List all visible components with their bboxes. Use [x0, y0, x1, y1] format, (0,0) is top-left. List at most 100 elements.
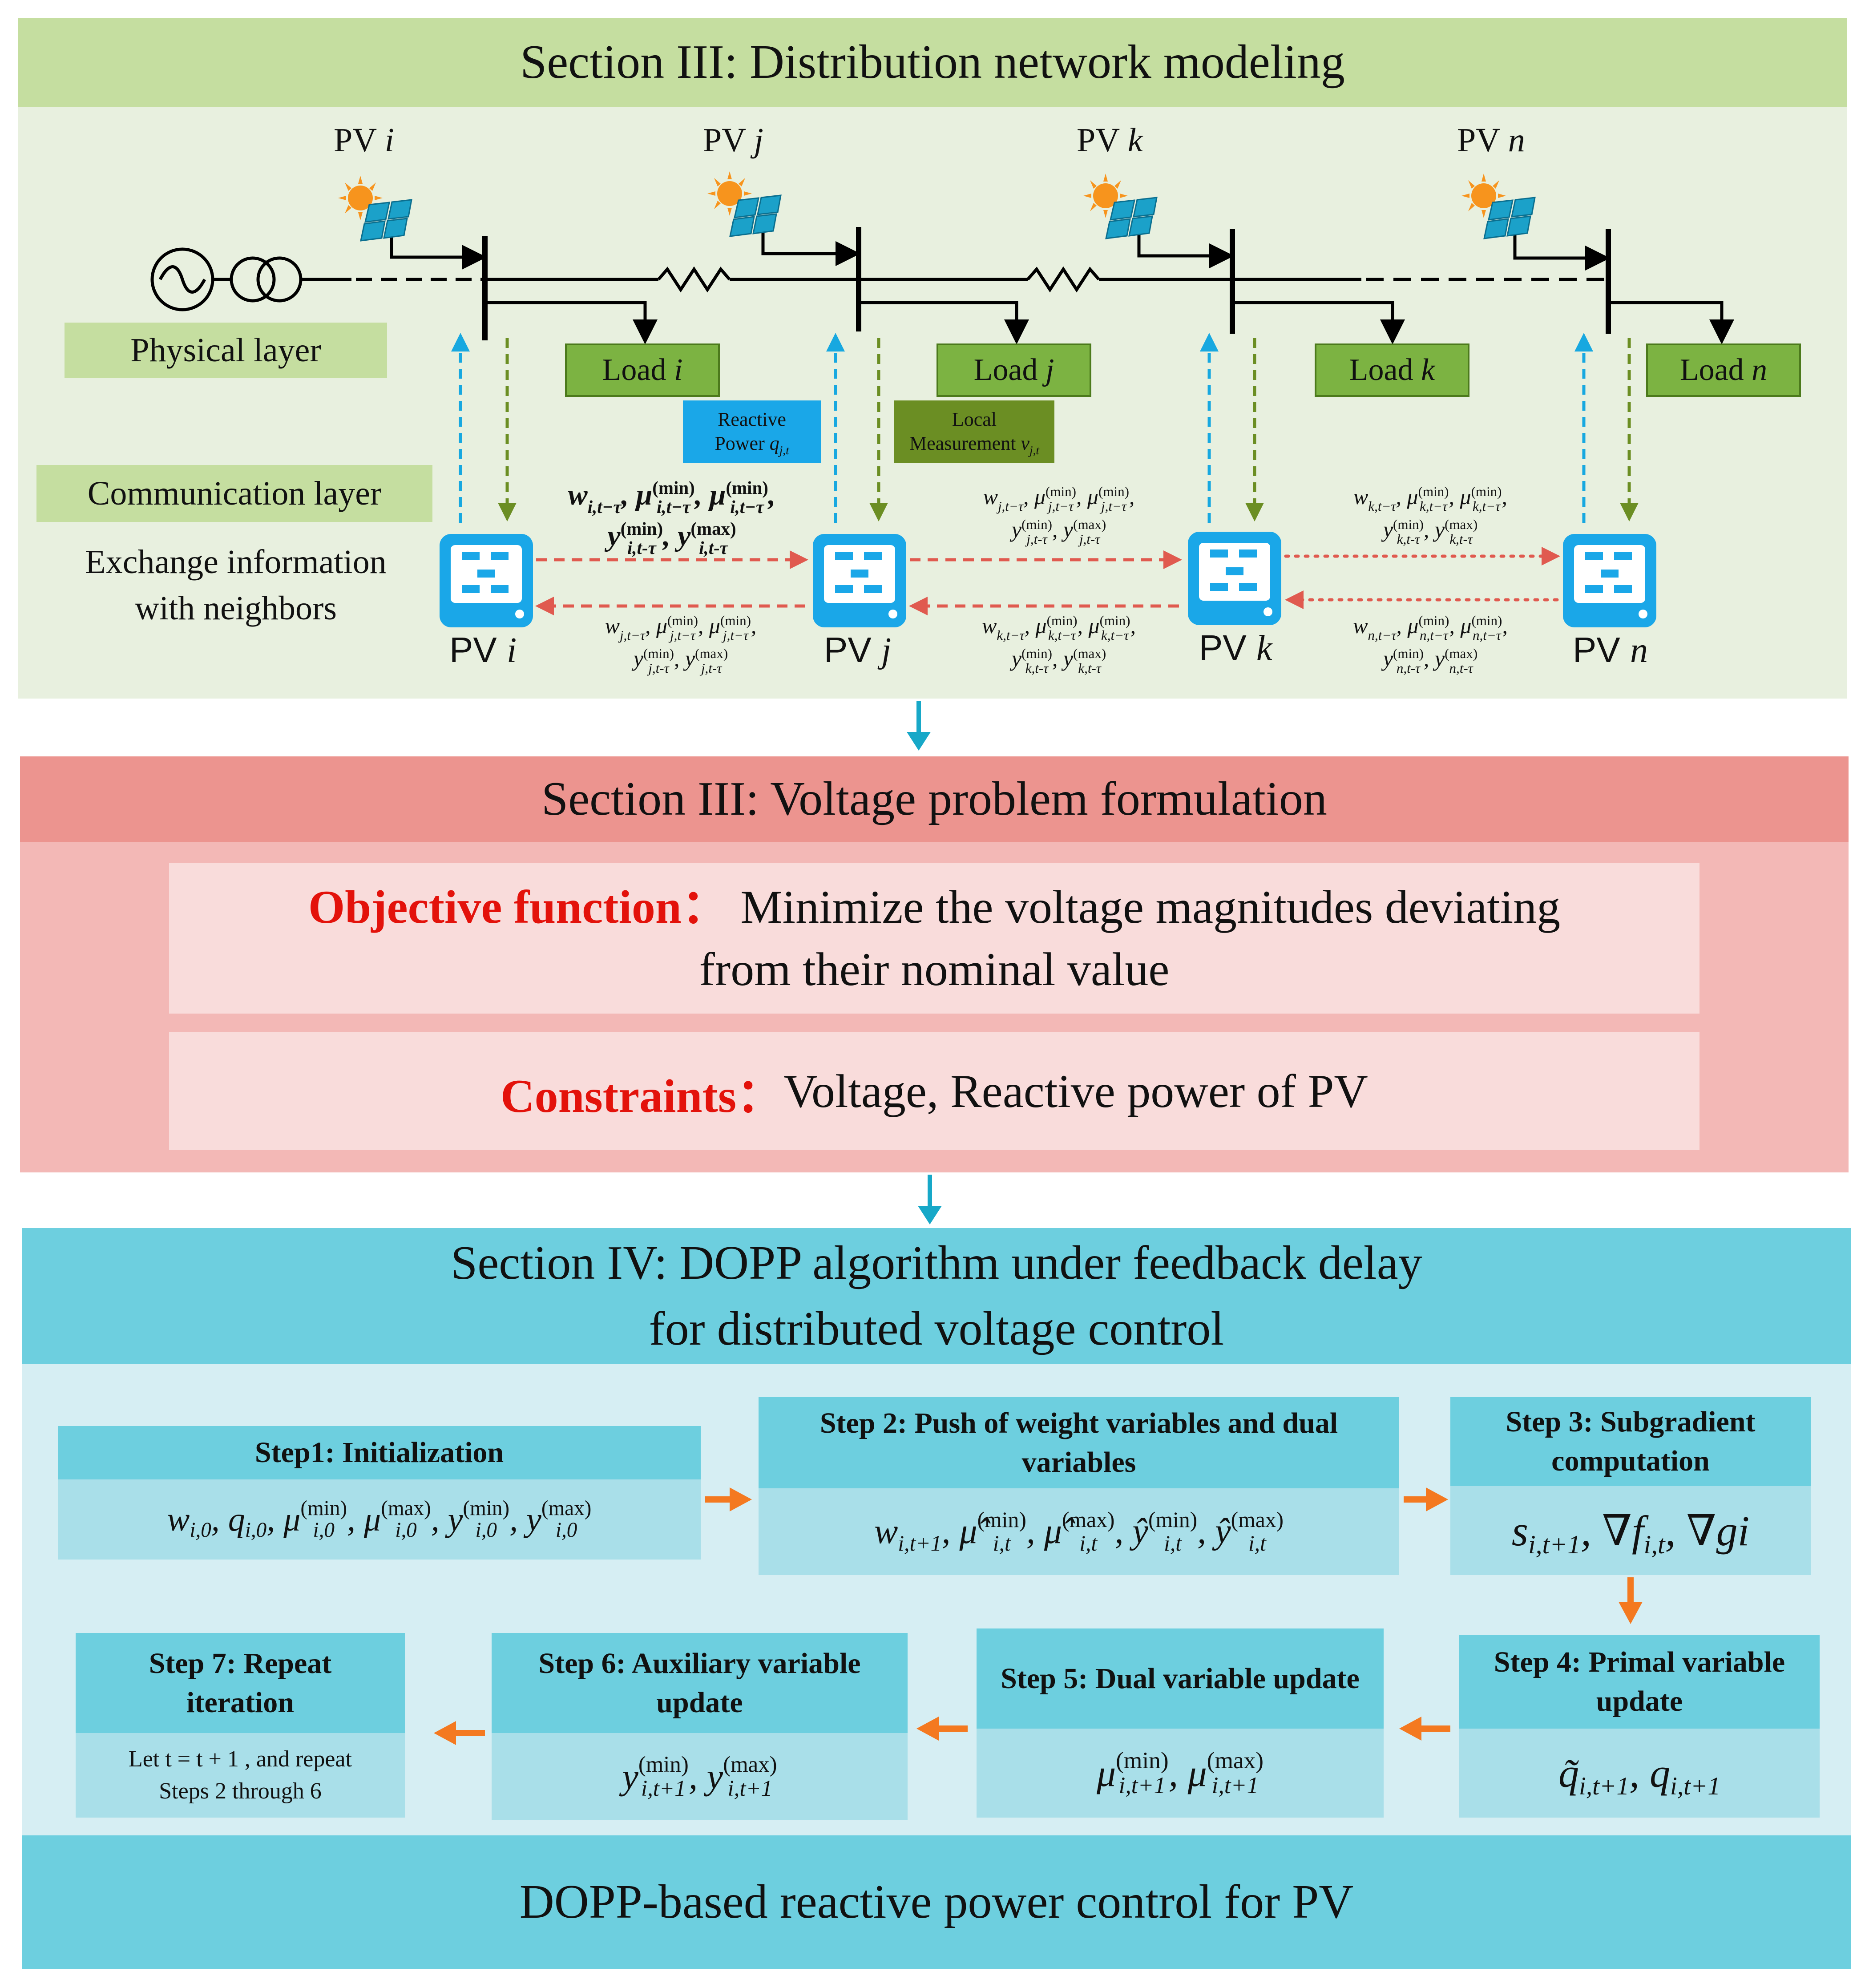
load-box-k: Load k [1315, 343, 1469, 397]
load-label: Load [1679, 353, 1744, 387]
local-line2: Measurement [909, 432, 1016, 454]
communication-layer-text: Communication layer [87, 474, 382, 512]
flow-arrow-down-icon [918, 1175, 942, 1224]
message-line2: y(min)j,t-τ, y(max)j,t-τ [1011, 517, 1106, 547]
message-forward-j: w j,t−τ, μ(min)j,t−τ, μ(min)j,t−τ,y(min)… [939, 481, 1179, 546]
step-4-vars: q̃ i,t+1, q i,t+1 [1459, 1729, 1820, 1818]
message-line2: y(min)k,t-τ, y(max)k,t-τ [1383, 517, 1478, 547]
step-title-text: Step 3: Subgradient computation [1506, 1406, 1756, 1477]
section3-footer: DOPP-based reactive power control for PV [22, 1835, 1851, 1969]
step-4-box: Step 4: Primal variable update q̃ i,t+1,… [1459, 1635, 1820, 1818]
pv-label: PV [1199, 628, 1247, 667]
message-line2: y(min)k,t-τ, y(max)k,t-τ [1011, 646, 1106, 676]
step-7-vars: Let t = t + 1 , and repeat Steps 2 throu… [76, 1733, 405, 1818]
pv-var: j [881, 631, 892, 670]
step-3-title: Step 3: Subgradient computation [1450, 1397, 1811, 1486]
message-forward-i: w i,t−τ, μ(min)i,t−τ, μ(min)i,t−τ,y(min)… [556, 476, 787, 558]
load-var: k [1421, 353, 1435, 387]
message-line2: y(min)i,t-τ, y(max)i,t-τ [607, 518, 736, 558]
flow-arrow-down-icon [907, 701, 931, 751]
pv-label: PV [824, 630, 872, 670]
objective-text-2: from their nominal value [699, 943, 1170, 995]
step-4-title: Step 4: Primal variable update [1459, 1635, 1820, 1729]
constraints-box: Constraints： Voltage, Reactive power of … [169, 1032, 1699, 1150]
transformer-icon [230, 256, 303, 303]
load-box-j: Load j [937, 343, 1091, 397]
step-6-vars: y(min)i,t+1, y(max)i,t+1 [492, 1733, 908, 1820]
objective-box: Objective function： Minimize the voltage… [169, 863, 1699, 1014]
step-6-title: Step 6: Auxiliary variable update [492, 1633, 908, 1733]
message-line2: y(min)n,t-τ, y(max)n,t-τ [1383, 646, 1478, 676]
load-box-i: Load i [565, 343, 720, 397]
line-impedance-ij [657, 266, 731, 293]
message-line1: w j,t−τ, μ(min)j,t−τ, μ(min)j,t−τ, [983, 483, 1135, 514]
pv-var: k [1256, 629, 1272, 668]
step-3-box: Step 3: Subgradient computation s i,t+1,… [1450, 1397, 1811, 1575]
message-line1: w n,t−τ, μ(min)n,t−τ, μ(min)n,t−τ, [1353, 612, 1508, 643]
solar-panel-icon [338, 176, 412, 242]
pv-var: n [1508, 121, 1525, 159]
communication-layer-label: Communication layer [36, 465, 432, 522]
load-box-n: Load n [1646, 343, 1801, 397]
pv-label: PV [449, 630, 497, 670]
pv-var: k [1127, 121, 1143, 159]
step-1-box: Step1: Initialization w i,0, q i,0, μ(mi… [58, 1426, 701, 1560]
solar-panel-icon [1083, 174, 1158, 239]
local-var: v [1021, 432, 1030, 454]
load-label: Load [602, 353, 666, 387]
pv-bottom-i: PV i [449, 630, 517, 671]
step-5-title: Step 5: Dual variable update [977, 1628, 1384, 1729]
step-title-text: Step 4: Primal variable update [1494, 1646, 1785, 1717]
pv-controller-icon [1563, 534, 1656, 627]
pv-top-k: PV k [1077, 121, 1143, 160]
objective-label: Objective function： [308, 881, 729, 933]
network-diagram [150, 227, 1734, 615]
flow-arrows [434, 1487, 1643, 1745]
physical-layer-text: Physical layer [130, 331, 321, 369]
pv-label: PV [334, 121, 376, 159]
pv-label: PV [703, 121, 746, 159]
section1-title: Section III: Distribution network modeli… [18, 18, 1847, 107]
section3-title-line1: Section IV: DOPP algorithm under feedbac… [451, 1236, 1422, 1289]
local-sub: j,t [1029, 443, 1039, 457]
objective-text-1: Minimize the voltage magnitudes deviatin… [740, 881, 1561, 933]
reactive-line2: Power [715, 432, 765, 454]
message-line1: w k,t−τ, μ(min)k,t−τ, μ(min)k,t−τ, [982, 612, 1136, 643]
pv-controller-icon [813, 534, 906, 627]
message-line1: w k,t−τ, μ(min)k,t−τ, μ(min)k,t−τ, [1353, 483, 1507, 514]
pv-top-j: PV j [703, 121, 763, 160]
step-title-text: Step 2: Push of weight variables and dua… [819, 1406, 1338, 1479]
solar-panel-icon [707, 171, 782, 237]
step-2-box: Step 2: Push of weight variables and dua… [759, 1397, 1399, 1575]
exchange-note-text: Exchange information with neighbors [85, 543, 387, 627]
reactive-line1: Reactive [718, 408, 786, 430]
load-label: Load [973, 353, 1038, 387]
solar-panel-icon [1461, 174, 1536, 239]
step-1-vars: w i,0, q i,0, μ(min)i,0, μ(max)i,0, y(mi… [58, 1479, 701, 1560]
pv-bottom-n: PV n [1573, 630, 1648, 671]
section2-title: Section III: Voltage problem formulation [20, 756, 1849, 842]
step-title-text: Step 7: Repeat iteration [149, 1647, 332, 1719]
local-line1: Local [952, 408, 997, 430]
pv-controller-icon [440, 534, 533, 627]
step-2-title: Step 2: Push of weight variables and dua… [759, 1397, 1399, 1488]
step-title-text: Step1: Initialization [254, 1436, 504, 1469]
pv-label: PV [1457, 121, 1500, 159]
reactive-sub: j,t [779, 443, 789, 457]
load-label: Load [1349, 353, 1413, 387]
step-7-box: Step 7: Repeat iteration Let t = t + 1 ,… [76, 1633, 405, 1818]
message-line1: w i,t−τ, μ(min)i,t−τ, μ(min)i,t−τ, [568, 477, 776, 517]
pv-label: PV [1573, 630, 1620, 670]
pv-var: i [506, 631, 517, 670]
step-title-text: Step 6: Auxiliary variable update [538, 1647, 861, 1719]
pv-top-n: PV n [1457, 121, 1525, 160]
step-7-text: Let t = t + 1 , and repeat Steps 2 throu… [129, 1746, 352, 1804]
pv-var: j [754, 121, 763, 159]
constraints-text: Voltage, Reactive power of PV [783, 1065, 1368, 1117]
load-var: n [1752, 353, 1768, 387]
message-forward-k: w k,t−τ, μ(min)k,t−τ, μ(min)k,t−τ,y(min)… [1315, 481, 1546, 546]
step-2-vars: w i,t+1, μ̂(min)i,t, μ̂(max)i,t, ŷ(min)i… [759, 1488, 1399, 1575]
step-title-text: Step 5: Dual variable update [1001, 1662, 1360, 1695]
line-impedance-jk [1026, 266, 1100, 293]
pv-var: i [384, 121, 394, 159]
